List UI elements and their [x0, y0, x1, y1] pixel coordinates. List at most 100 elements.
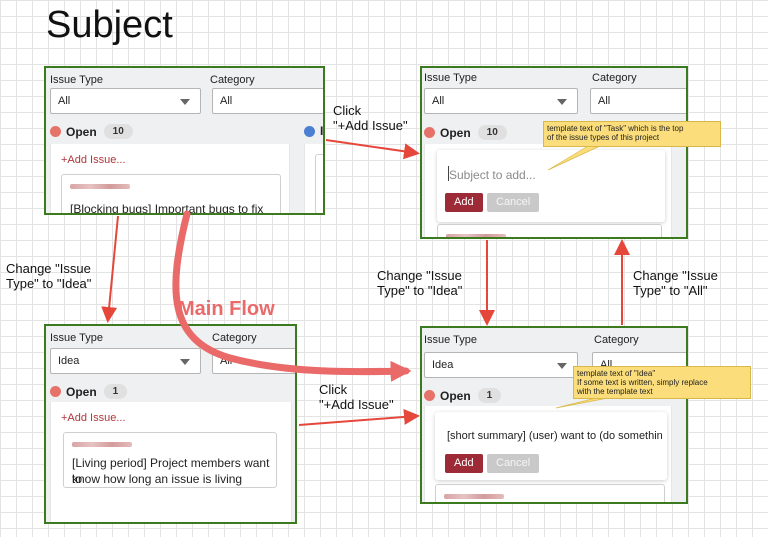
category-select[interactable]: All [212, 348, 295, 374]
issue-type-select[interactable]: All [50, 88, 201, 114]
category-select[interactable]: All [590, 88, 686, 114]
annotation-line: Change "Issue [6, 261, 91, 276]
card-text-line-2: know how long an issue is living [72, 472, 243, 486]
add-issue-form: Subject to add... Add Cancel [437, 150, 665, 222]
chevron-down-icon [180, 359, 190, 365]
annotation-line: Type" to "Idea" [377, 283, 463, 298]
issue-type-value: All [58, 95, 71, 107]
status-header-open: Open 10 [50, 124, 133, 139]
arrow-change-left [101, 215, 119, 323]
add-button[interactable]: Add [445, 454, 483, 473]
status-label: Open [66, 384, 97, 399]
status-dot-icon [424, 390, 435, 401]
board-column: +Add Issue... [Living period] Project me… [50, 402, 292, 522]
blurred-issue-key [446, 234, 506, 237]
issue-type-value: Idea [432, 359, 454, 371]
cancel-button[interactable]: Cancel [487, 454, 540, 473]
note-idea-template: template text of "Idea" If some text is … [573, 366, 751, 399]
status-header-open: Open 10 [424, 125, 507, 140]
board-column: +Add Issue... [Blocking bugs] Important … [50, 144, 290, 215]
annotation-change-right: Change "Issue Type" to "All" [633, 268, 718, 298]
category-label: Category [594, 334, 639, 346]
card-text: [Blocking bugs] Important bugs to fix [70, 202, 264, 215]
issue-type-select[interactable]: Idea [50, 348, 201, 374]
annotation-line: Change "Issue [633, 268, 718, 283]
annotation-change-mid: Change "Issue Type" to "Idea" [377, 268, 462, 298]
annotation-line: Type" to "All" [633, 283, 708, 298]
status-header-open: Open 1 [50, 384, 128, 399]
category-select[interactable]: All [212, 88, 323, 114]
status-label: In [320, 124, 324, 138]
status-label: Open [440, 388, 471, 403]
page-title: Subject [46, 4, 173, 46]
cancel-button[interactable]: Cancel [487, 193, 540, 212]
category-value: All [220, 95, 233, 107]
add-issue-link[interactable]: +Add Issue... [61, 154, 126, 166]
main-flow-label: Main Flow [178, 298, 275, 320]
status-count-badge: 1 [477, 388, 502, 403]
text-cursor [448, 166, 449, 181]
status-dot-icon [424, 127, 435, 138]
blurred-issue-key [72, 442, 132, 447]
issue-card[interactable]: [Living period] Project members want to … [63, 432, 277, 488]
add-issue-form: [short summary] (user) want to (do somet… [435, 412, 667, 480]
status-dot-icon [50, 126, 61, 137]
category-value: All [220, 355, 233, 367]
add-button[interactable]: Add [445, 193, 483, 212]
annotation-line: Click [333, 103, 362, 118]
issue-card[interactable] [435, 484, 665, 502]
chevron-down-icon [180, 99, 190, 105]
status-dot-icon [304, 125, 315, 137]
chevron-down-icon [557, 99, 567, 105]
note-line: If some text is written, simply replace [577, 378, 708, 387]
issue-type-select[interactable]: Idea [424, 352, 578, 378]
status-label: Open [440, 125, 471, 140]
issue-card [315, 154, 323, 213]
panel-bottom-right: Issue Type Category Idea All Open 1 [sho… [420, 326, 688, 504]
category-label: Category [592, 72, 637, 84]
note-line: template text of "Task" which is the top [547, 124, 684, 133]
subject-input[interactable]: [short summary] (user) want to (do somet… [447, 430, 663, 442]
panel-bottom-left: Issue Type Category Idea All Open 1 +Add… [44, 324, 297, 524]
annotation-change-left: Change "Issue Type" to "Idea" [6, 261, 91, 291]
issue-type-label: Issue Type [50, 74, 103, 86]
panel-top-left: Issue Type Category All All Open 10 In +… [44, 66, 325, 215]
category-label: Category [210, 74, 255, 86]
issue-card[interactable]: [Blocking bugs] Important bugs to fix [61, 174, 281, 215]
note-line: template text of "Idea" [577, 369, 656, 378]
annotation-line: Click [319, 382, 348, 397]
blurred-issue-key [70, 184, 130, 189]
add-issue-link[interactable]: +Add Issue... [61, 412, 126, 424]
subject-input[interactable]: Subject to add... [449, 168, 536, 182]
note-task-template: template text of "Task" which is the top… [543, 121, 721, 147]
issue-type-value: All [432, 95, 445, 107]
status-header-second: In [304, 124, 324, 138]
blurred-issue-key [444, 494, 504, 499]
note-line: of the issue types of this project [547, 133, 660, 142]
issue-type-value: Idea [58, 355, 80, 367]
issue-type-label: Issue Type [424, 72, 477, 84]
arrow-click-top [325, 139, 420, 160]
issue-type-select[interactable]: All [424, 88, 578, 114]
category-value: All [598, 95, 611, 107]
arrow-click-bottom [298, 408, 420, 426]
chevron-down-icon [557, 363, 567, 369]
board-column: [short summary] (user) want to (do somet… [424, 406, 672, 502]
annotation-line: Change "Issue [377, 268, 462, 283]
status-count-badge: 10 [477, 125, 507, 140]
annotation-line: "+Add Issue" [333, 118, 408, 133]
issue-type-label: Issue Type [424, 334, 477, 346]
category-label: Category [212, 332, 257, 344]
board-column: Subject to add... Add Cancel [424, 144, 672, 237]
status-dot-icon [50, 386, 61, 397]
annotation-line: "+Add Issue" [319, 397, 394, 412]
panel-top-right: Issue Type Category All All Open 10 Subj… [420, 66, 688, 239]
annotation-click-bottom: Click "+Add Issue" [319, 382, 394, 412]
status-label: Open [66, 124, 97, 139]
issue-card[interactable] [437, 224, 662, 237]
board-column [304, 144, 323, 213]
status-header-open: Open 1 [424, 388, 502, 403]
card-text-line-1: [Living period] Project members want to [72, 456, 270, 486]
annotation-line: Type" to "Idea" [6, 276, 92, 291]
status-count-badge: 10 [103, 124, 133, 139]
